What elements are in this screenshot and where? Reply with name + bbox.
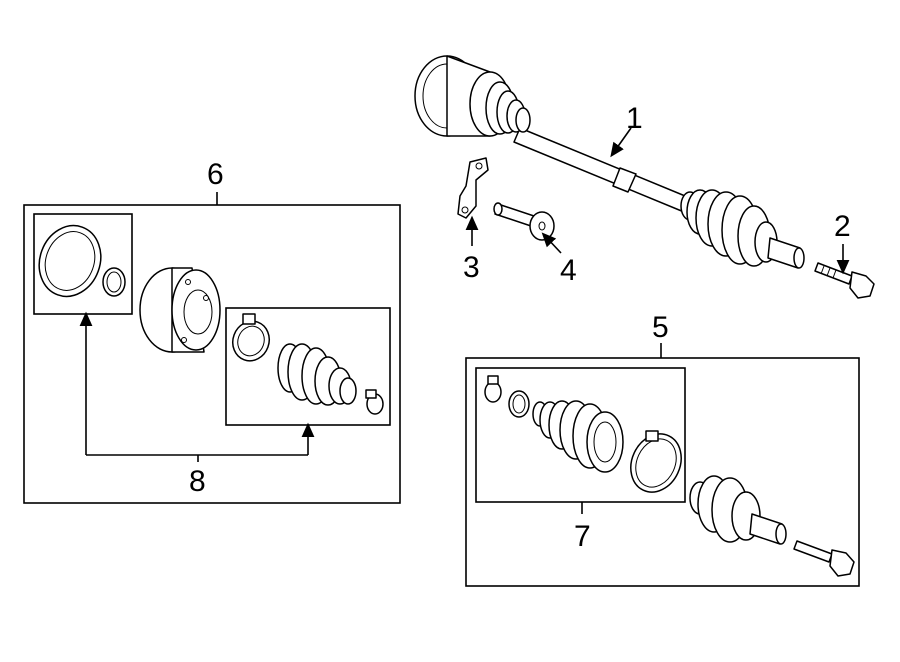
callout-2: 2 <box>834 210 851 243</box>
callout-6: 6 <box>207 158 224 191</box>
leader-1 <box>610 127 632 158</box>
box-6-kit <box>23 192 401 504</box>
axle-shaft-assembly <box>414 55 805 269</box>
callout-7: 7 <box>574 520 591 553</box>
callout-8: 8 <box>189 465 206 498</box>
callout-3: 3 <box>463 251 480 284</box>
box-5-kit <box>465 343 860 587</box>
bolt-2 <box>814 262 875 299</box>
leader-4 <box>541 232 562 254</box>
callout-1: 1 <box>626 102 643 135</box>
callout-5: 5 <box>652 311 669 344</box>
callout-4: 4 <box>560 254 577 287</box>
bracket-3 <box>457 157 489 219</box>
bolt-4 <box>493 202 555 241</box>
